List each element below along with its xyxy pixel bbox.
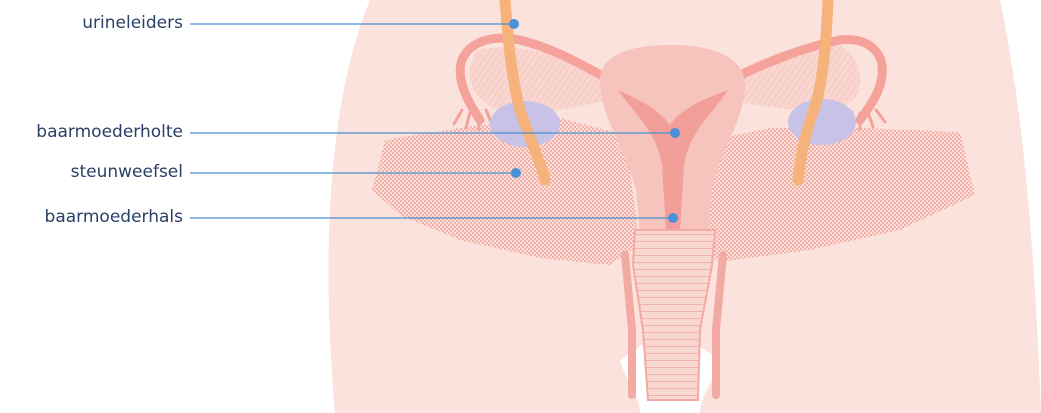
- pointer-dot-urineleiders: [509, 19, 519, 29]
- label-baarmoederhals: baarmoederhals: [45, 207, 183, 227]
- pointer-dot-baarmoederholte: [670, 128, 680, 138]
- label-steunweefsel: steunweefsel: [71, 162, 183, 182]
- ovary-right: [788, 99, 856, 145]
- pointer-dot-steunweefsel: [511, 168, 521, 178]
- vagina: [633, 230, 715, 400]
- label-urineleiders: urineleiders: [82, 13, 183, 33]
- pointer-dot-baarmoederhals: [668, 213, 678, 223]
- label-baarmoederholte: baarmoederholte: [36, 122, 183, 142]
